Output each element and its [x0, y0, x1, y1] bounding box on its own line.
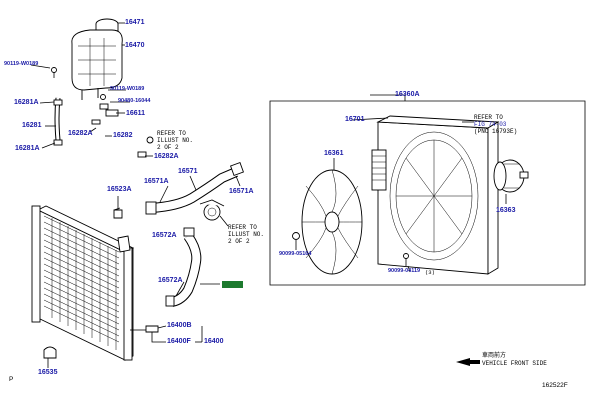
refer-note-reservoir: REFER TO ILLUST NO. 2 OF 2: [157, 130, 194, 151]
lower-hose-drawing: [165, 227, 202, 307]
refer-note-fig-pnc: (PNC 16793E): [474, 128, 518, 135]
fan-motor-drawing: [493, 159, 529, 193]
callout-16400[interactable]: 16400: [204, 338, 224, 345]
callout-16471[interactable]: 16471: [125, 19, 145, 26]
callout-16400f[interactable]: 16400F: [167, 338, 191, 345]
callout-16571a-left[interactable]: 16571A: [144, 178, 169, 185]
callout-16572a-lower[interactable]: 16572A: [158, 277, 183, 284]
vehicle-front-label-jp: 車両前方: [482, 352, 507, 359]
reservoir-tank-drawing: [71, 18, 123, 100]
corner-mark-left: P: [9, 376, 14, 383]
refer-note-fig-link[interactable]: FIG 74-03: [474, 121, 507, 128]
fan-assembly-frame: [269, 94, 586, 286]
callout-90099-04119-qty: (3): [425, 269, 435, 276]
vehicle-front-arrow: [456, 358, 480, 366]
callout-16361[interactable]: 16361: [324, 150, 344, 157]
callout-16535[interactable]: 16535: [38, 369, 58, 376]
vehicle-front-label-en: VEHICLE FRONT SIDE: [482, 360, 547, 367]
upper-hose-drawing: [145, 162, 244, 215]
fan-shroud-drawing: [371, 115, 500, 275]
callout-90099-04119[interactable]: 90099-04119: [388, 268, 421, 274]
callout-90480-16044[interactable]: 90480-16044: [118, 98, 151, 104]
callout-16470[interactable]: 16470: [125, 42, 145, 49]
callout-16523a[interactable]: 16523A: [107, 186, 132, 193]
refer-note-inlet: REFER TO ILLUST NO. 2 OF 2: [228, 224, 265, 245]
callout-16363[interactable]: 16363: [496, 207, 516, 214]
callout-16572a-upper[interactable]: 16572A: [152, 232, 177, 239]
callout-16282a-lower[interactable]: 16282A: [154, 153, 179, 160]
callout-90099-05164[interactable]: 90099-05164: [279, 251, 312, 257]
refer-note-fig-line1: REFER TO: [474, 114, 503, 121]
callout-16400b[interactable]: 16400B: [167, 322, 192, 329]
callout-16701[interactable]: 16701: [345, 116, 365, 123]
callout-16611[interactable]: 16611: [126, 110, 146, 117]
callout-16281a-top[interactable]: 16281A: [14, 99, 39, 106]
callout-16572-highlighted[interactable]: 16572: [222, 281, 244, 288]
radiator-drawing: [31, 205, 135, 361]
callout-16281a-bottom[interactable]: 16281A: [15, 145, 40, 152]
callout-16360a[interactable]: 16360A: [395, 91, 420, 98]
callout-16282a-upper[interactable]: 16282A: [68, 130, 93, 137]
callout-90119-w0189-left[interactable]: 90119-W0189: [4, 61, 39, 67]
diagram-id: 162522F: [542, 382, 568, 389]
overflow-hose-drawing: [91, 117, 154, 165]
callout-90119-w0189-right[interactable]: 90119-W0189: [110, 86, 145, 92]
fan-blade-drawing: [301, 169, 363, 275]
callout-16571[interactable]: 16571: [178, 168, 198, 175]
callout-16571a-right[interactable]: 16571A: [229, 188, 254, 195]
callout-16281[interactable]: 16281: [22, 122, 42, 129]
callout-16282[interactable]: 16282: [113, 132, 133, 139]
